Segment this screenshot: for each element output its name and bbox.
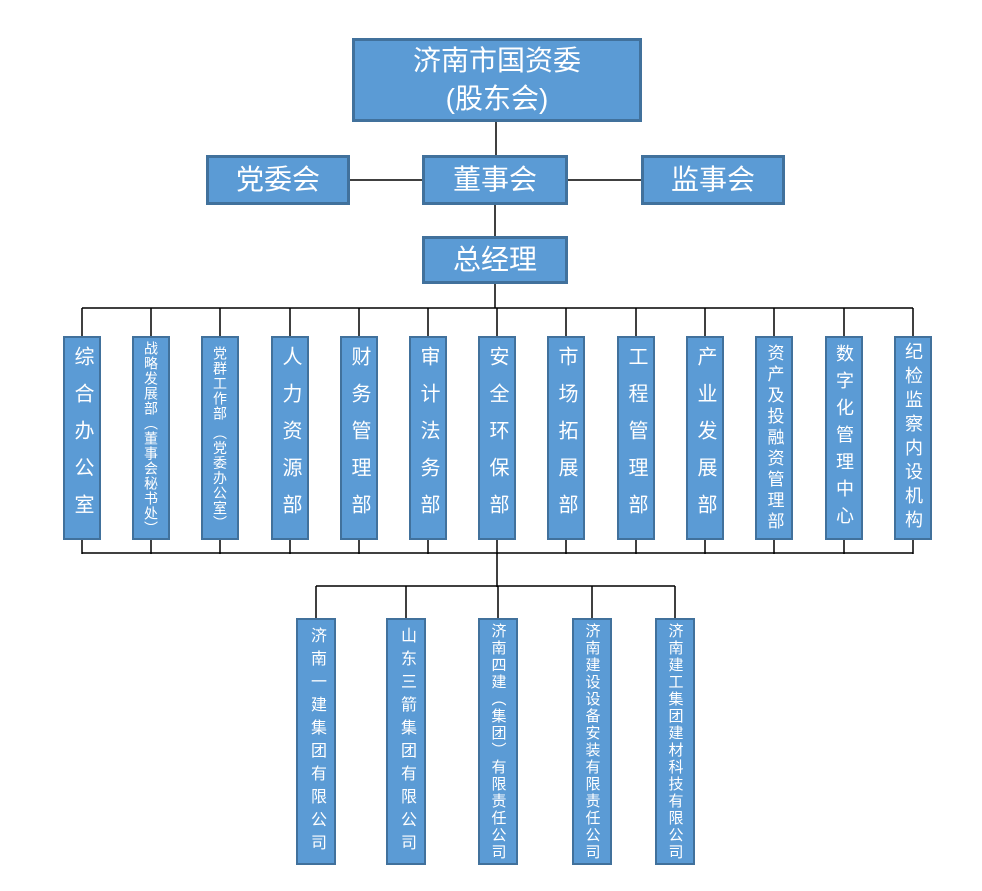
node-label: 数字化管理中心 — [834, 343, 854, 533]
node-label-line1: 济南市国资委 — [412, 45, 581, 77]
node-label: 济南市国资委 (股东会) — [413, 42, 581, 118]
node-label: 济南四建（集团）有限责任公司 — [489, 622, 507, 861]
dept-discipline-inspection: 纪检监察内设机构 — [894, 336, 932, 540]
node-label: 人力资源部 — [279, 345, 301, 531]
node-label: 产业发展部 — [694, 345, 716, 531]
node-label: 监事会 — [670, 164, 755, 196]
node-label: 纪检监察内设机构 — [903, 342, 923, 534]
node-label: 董事会 — [452, 164, 537, 196]
node-board-of-directors: 董事会 — [422, 155, 568, 205]
node-label: 总经理 — [452, 244, 537, 276]
dept-general-office: 综合办公室 — [63, 336, 101, 540]
dept-safety-environment: 安全环保部 — [478, 336, 516, 540]
dept-audit-legal: 审计法务部 — [409, 336, 447, 540]
dept-engineering-management: 工程管理部 — [617, 336, 655, 540]
node-label: 党委会 — [235, 164, 320, 196]
dept-human-resources: 人力资源部 — [271, 336, 309, 540]
node-shareholder-sasac: 济南市国资委 (股东会) — [352, 38, 642, 122]
node-label: 资产及投融资管理部 — [764, 343, 784, 533]
node-label: 山东三箭集团有限公司 — [398, 626, 415, 857]
node-label: 安全环保部 — [486, 345, 508, 531]
node-supervisory-board: 监事会 — [641, 155, 785, 205]
dept-party-mass-work: 党群工作部 （党委办公室） — [201, 336, 239, 540]
dept-digitalization-center: 数字化管理中心 — [825, 336, 863, 540]
subsidiary-jinan-jiangong-building-materials: 济南建工集团建材科技有限公司 — [655, 618, 695, 865]
node-label: 综合办公室 — [71, 345, 93, 531]
subsidiary-jinan-sijian-group: 济南四建（集团）有限责任公司 — [478, 618, 518, 865]
node-label: 济南一建集团有限公司 — [308, 626, 325, 857]
dept-market-expansion: 市场拓展部 — [547, 336, 585, 540]
node-label: 济南建工集团建材科技有限公司 — [666, 622, 684, 861]
dept-industry-development: 产业发展部 — [686, 336, 724, 540]
dept-strategy-development: 战略发展部（董事会秘书处） — [132, 336, 170, 540]
node-label: 党群工作部 （党委办公室） — [212, 345, 228, 531]
dept-finance-management: 财务管理部 — [340, 336, 378, 540]
node-label: 财务管理部 — [348, 345, 370, 531]
dept-asset-investment-financing: 资产及投融资管理部 — [755, 336, 793, 540]
subsidiary-jinan-yijian-group: 济南一建集团有限公司 — [296, 618, 336, 865]
node-label: 济南建设设备安装有限责任公司 — [583, 622, 601, 861]
node-label-line2: (股东会) — [445, 83, 549, 114]
node-label: 工程管理部 — [625, 345, 647, 531]
node-label: 审计法务部 — [417, 345, 439, 531]
subsidiary-shandong-sanjian-group: 山东三箭集团有限公司 — [386, 618, 426, 865]
node-label: 市场拓展部 — [555, 345, 577, 531]
subsidiary-jinan-construction-equipment: 济南建设设备安装有限责任公司 — [572, 618, 612, 865]
node-party-committee: 党委会 — [206, 155, 350, 205]
node-general-manager: 总经理 — [422, 236, 568, 284]
node-label: 战略发展部（董事会秘书处） — [143, 340, 159, 536]
